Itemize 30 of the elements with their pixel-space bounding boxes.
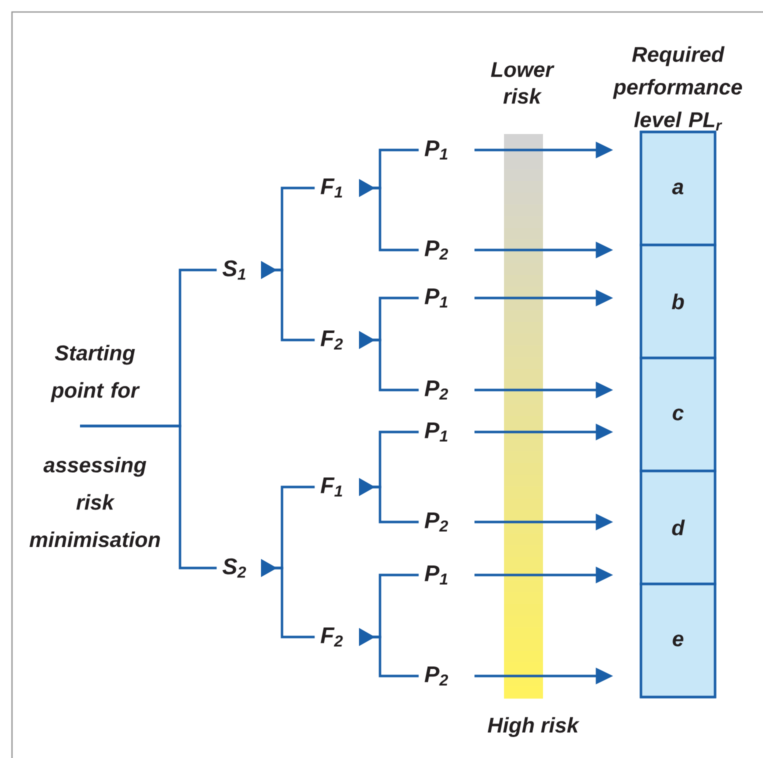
bar-label: Lower risk [490,62,554,104]
branch-label: P$_{2}$ [424,512,448,532]
node-label: Required performance level PL$_{r}$ [612,46,742,131]
branch-label: P$_{2}$ [424,240,448,260]
branch-label: P$_{2}$ [424,380,448,400]
level-box: b [640,244,716,360]
branch-label: P$_{2}$ [424,666,448,686]
branch-label: F$_{1}$ [320,178,342,198]
bar-label: High risk [488,717,580,737]
branch-label: S$_{1}$ [222,260,246,280]
branch-line [80,424,217,570]
branch-label: P$_{1}$ [424,288,448,308]
branch-label: P$_{1}$ [424,565,448,585]
branch-label: F$_{2}$ [320,330,343,350]
start-label: Starting point for assessing risk minimisation [30,344,160,548]
branch-label: P$_{1}$ [424,422,448,442]
branch-arrow [359,179,419,252]
branch-label: F$_{2}$ [320,627,343,647]
branch-arrow [359,628,419,678]
branch-label: S$_{2}$ [222,558,246,578]
level-box: d [640,470,716,586]
branch-arrow [359,478,419,524]
branch-label: P$_{1}$ [424,140,448,160]
branch-arrow [261,261,315,342]
level-box: e [640,582,716,698]
level-box: a [640,130,716,246]
branch-arrow [261,559,315,638]
branch-arrow [359,331,419,392]
level-box: c [640,356,716,472]
branch-label: F$_{1}$ [320,477,342,497]
